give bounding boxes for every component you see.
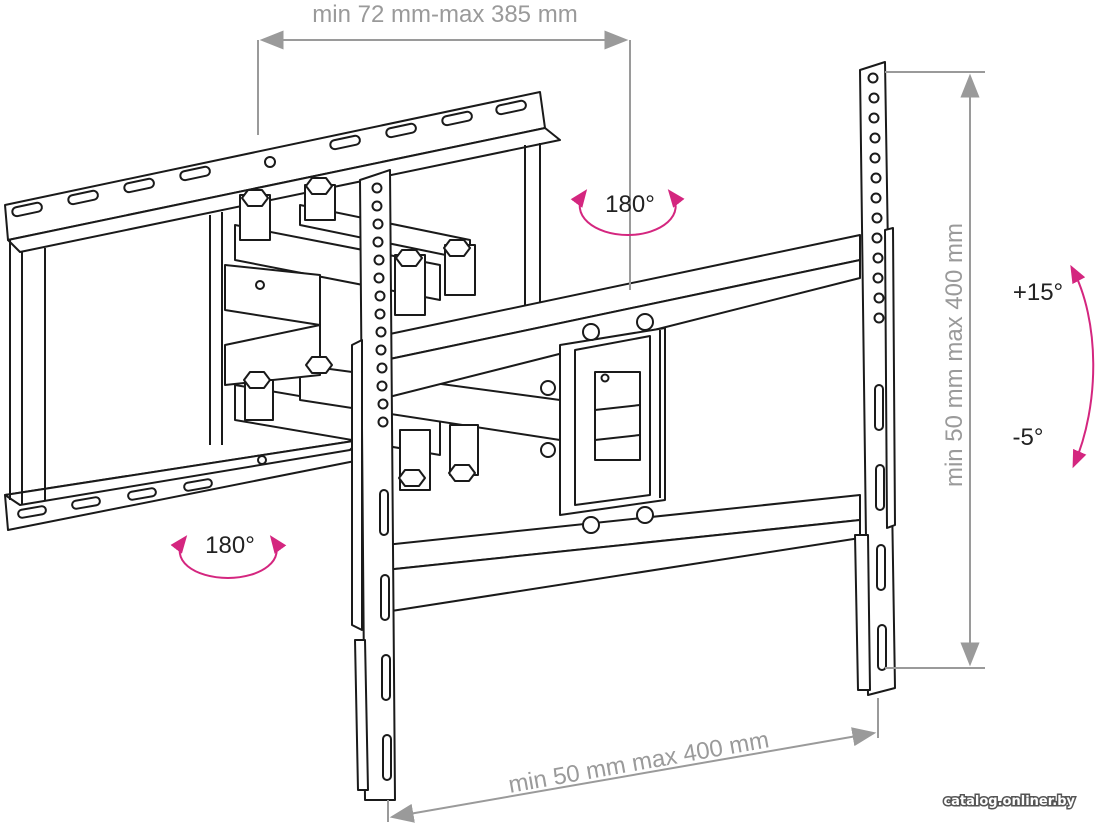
swivel-top-indicator [570, 189, 685, 237]
watermark-text: catalog.onliner.by [943, 794, 1075, 809]
right-vertical-label: min 50 mm max 400 mm [941, 223, 968, 487]
left-vertical-bar [351, 169, 396, 801]
wall-plate-bottom-slots [17, 478, 213, 519]
tilt-indicator [1070, 264, 1095, 469]
swivel-top-label: 180° [605, 191, 655, 218]
right-bar-holes [867, 72, 887, 671]
wall-plate-top-slots [11, 99, 527, 218]
dimension-bottom-horizontal [387, 698, 879, 823]
tilt-up-label: +15° [1013, 279, 1063, 306]
right-vertical-bar [854, 61, 896, 696]
left-bar-holes [371, 182, 392, 781]
swivel-left-label: 180° [205, 532, 255, 559]
dimension-top-spread [257, 30, 631, 290]
watermark: catalog.onliner.by [942, 793, 1077, 811]
bottom-horizontal-label: min 50 mm max 400 mm [506, 726, 771, 798]
tilt-down-label: -5° [1013, 424, 1044, 451]
dimension-right-vertical [885, 71, 985, 669]
swivel-left-indicator [170, 535, 287, 580]
tv-frame [384, 234, 861, 613]
top-spread-label: min 72 mm-max 385 mm [312, 1, 577, 28]
wall-plate [4, 91, 561, 531]
